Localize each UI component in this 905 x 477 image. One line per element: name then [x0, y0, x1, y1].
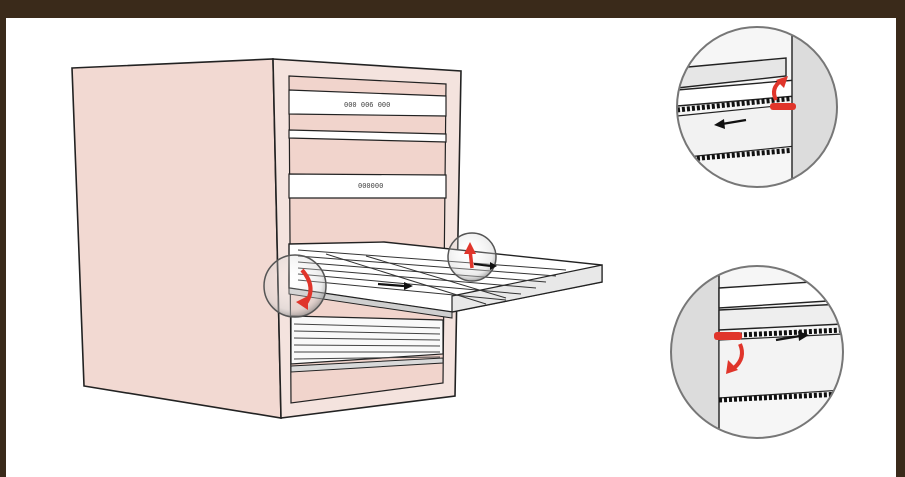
- zoom-detail-bottom: [670, 265, 844, 439]
- control-panel-label: 000 006 000: [344, 101, 390, 109]
- cabinet-side-panel: [71, 58, 282, 419]
- left-rail-bubble: [263, 254, 327, 318]
- shelf-upper: [288, 129, 447, 143]
- lower-rack: [290, 315, 444, 373]
- sliding-rack: [288, 241, 603, 319]
- zoom-detail-top: [676, 26, 838, 188]
- diagram-panel: 000 006 000 000000: [6, 18, 896, 477]
- control-panel: [288, 89, 447, 117]
- middle-divider-label: 000000: [358, 182, 383, 190]
- middle-divider: [288, 173, 447, 199]
- installation-diagram: 000 006 000 000000: [71, 26, 844, 439]
- wine-cabinet: 000 006 000 000000: [71, 58, 603, 419]
